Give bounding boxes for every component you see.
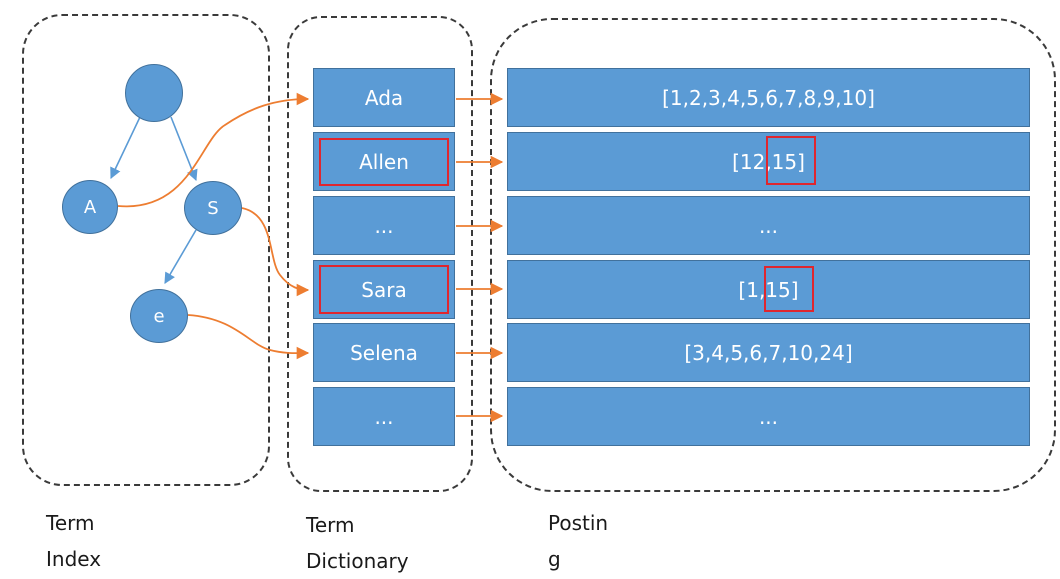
posting-list-ellipsis-1: ... [507, 196, 1030, 255]
tree-edge-root-a [110, 116, 141, 180]
posting-group [490, 18, 1056, 492]
dict-entry-ellipsis-2: ... [313, 387, 455, 446]
dict-entry-sara: Sara [313, 260, 455, 319]
posting-list-ellipsis-2: ... [507, 387, 1030, 446]
dict-entry-ellipsis-1: ... [313, 196, 455, 255]
caption-term-index: Term Index [46, 511, 102, 571]
posting-list-ada: [1,2,3,4,5,6,7,8,9,10] [507, 68, 1030, 127]
tree-node-root [125, 64, 183, 122]
tree-edge-s-e [164, 229, 197, 284]
dict-entry-ada: Ada [313, 68, 455, 127]
dict-entry-selena: Selena [313, 323, 455, 382]
caption-term-dictionary: Term Dictionary [306, 513, 409, 573]
tree-node-a: A [62, 180, 118, 234]
posting-list-sara: [1,15] [507, 260, 1030, 319]
posting-list-allen: [12,15] [507, 132, 1030, 191]
arrow-s-to-sara [241, 207, 310, 297]
term-index-group [22, 14, 270, 486]
arrow-a-to-ada [117, 92, 310, 208]
tree-node-e: e [130, 289, 188, 343]
caption-posting: Postin g [548, 511, 609, 571]
arrow-e-to-selena [187, 314, 310, 360]
posting-list-selena: [3,4,5,6,7,10,24] [507, 323, 1030, 382]
term-dictionary-group [287, 16, 473, 492]
tree-node-s: S [184, 181, 242, 235]
dict-entry-allen: Allen [313, 132, 455, 191]
